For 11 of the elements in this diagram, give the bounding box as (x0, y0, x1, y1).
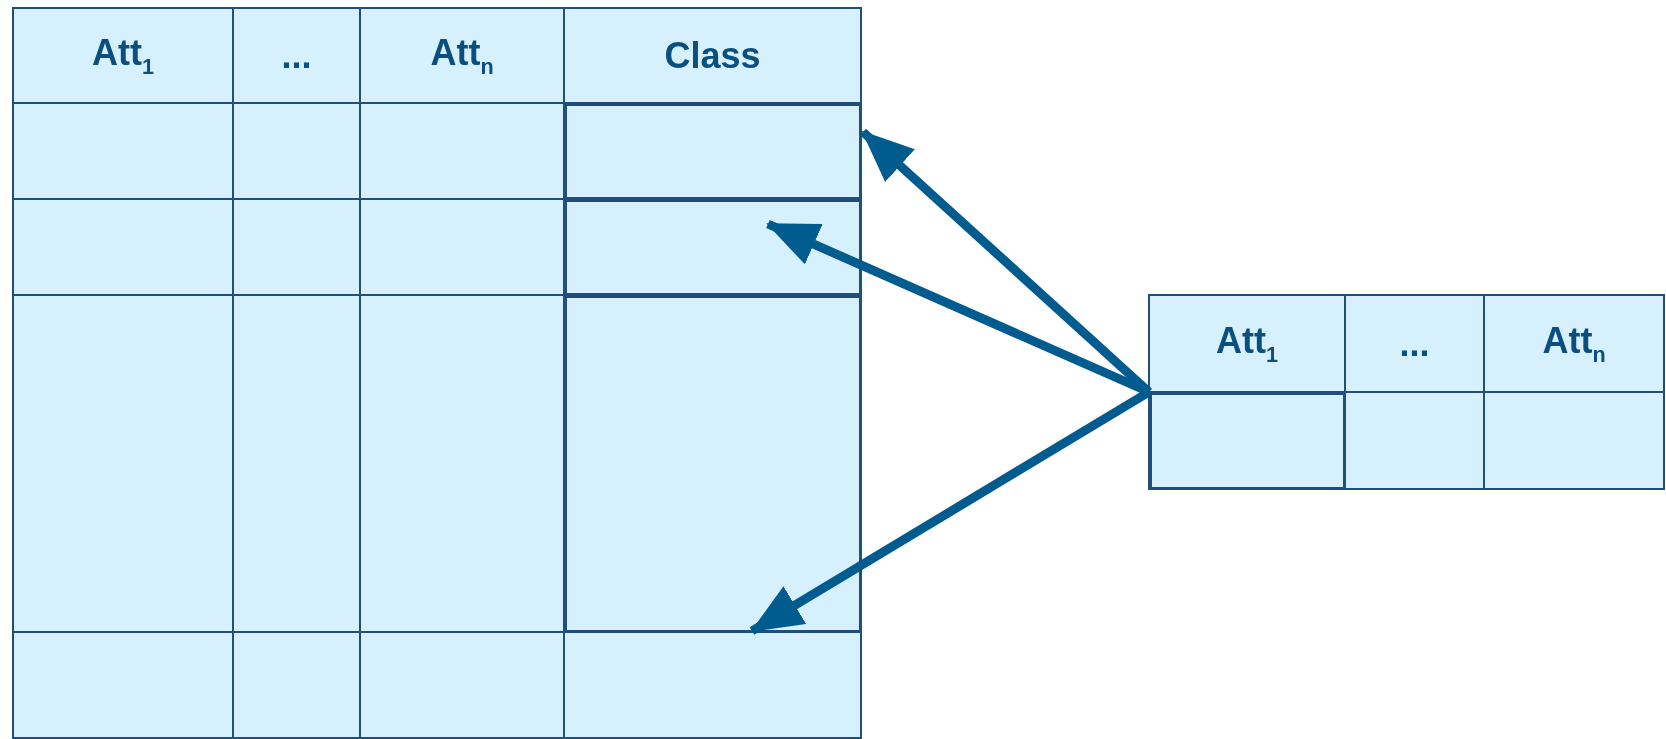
table-cell (565, 296, 861, 632)
table-cell (565, 104, 861, 199)
column-header: Att$_{1}$ (92, 31, 154, 80)
column-header: Att$_{1}$ (1216, 319, 1278, 368)
column-header: Class (664, 34, 761, 77)
table-cell (1150, 393, 1345, 489)
table-cell (565, 200, 861, 295)
column-header: ... (281, 34, 312, 77)
column-header: Att$_{n}$ (430, 31, 494, 80)
column-header: Att$_{n}$ (1542, 319, 1606, 368)
column-header: ... (1399, 322, 1430, 365)
